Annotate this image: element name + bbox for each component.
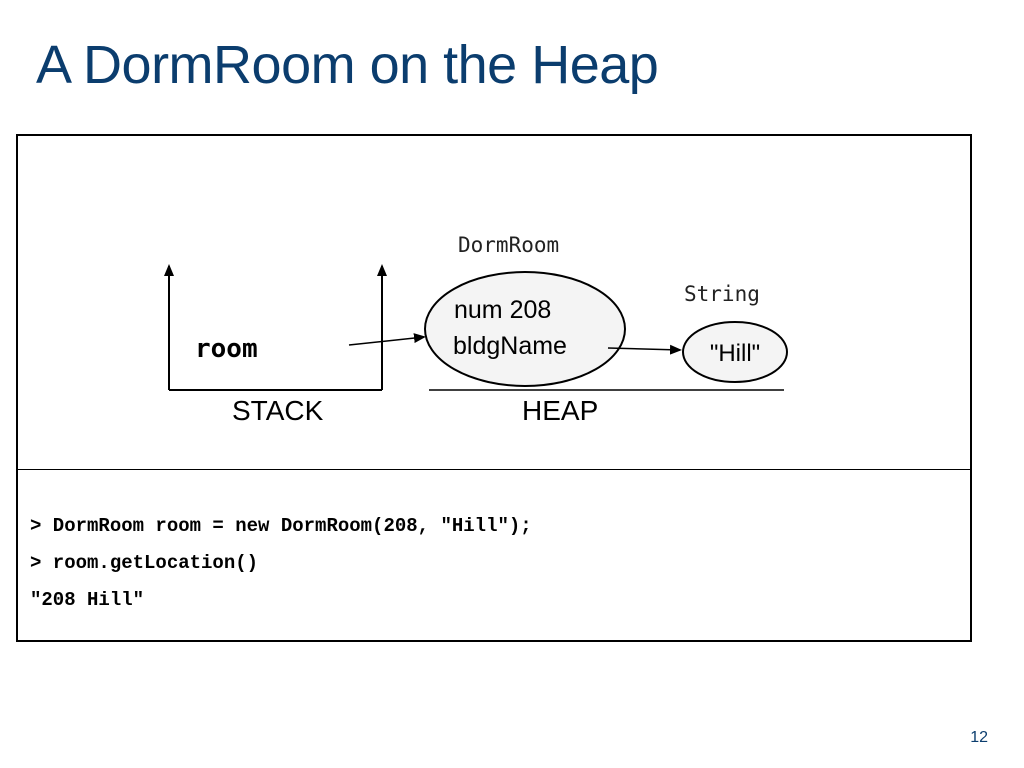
dormroom-type-label: DormRoom	[458, 233, 559, 257]
heap-label: HEAP	[522, 395, 598, 426]
console-line: > DormRoom room = new DormRoom(208, "Hil…	[30, 515, 532, 537]
slide-title: A DormRoom on the Heap	[36, 35, 659, 95]
string-type-label: String	[684, 282, 760, 306]
dormroom-field-num: num 208	[454, 296, 551, 324]
memory-diagram: room STACK HEAP DormRoom num 208 bldgNam…	[18, 136, 970, 470]
bldgname-reference-arrow	[607, 344, 682, 355]
console-line: "208 Hill"	[30, 589, 145, 611]
page-number: 12	[970, 729, 988, 746]
dormroom-field-bldgname: bldgName	[453, 332, 567, 360]
interactions-console: > DormRoom room = new DormRoom(208, "Hil…	[18, 470, 970, 640]
string-value: "Hill"	[710, 340, 760, 367]
example-frame: room STACK HEAP DormRoom num 208 bldgNam…	[16, 134, 972, 642]
stack-label: STACK	[232, 395, 324, 426]
string-object	[682, 321, 788, 383]
variable-room-label: room	[195, 334, 258, 364]
dormroom-object	[424, 271, 626, 387]
room-reference-arrow	[348, 333, 426, 346]
stack-frame	[164, 264, 387, 391]
console-line: > room.getLocation()	[30, 552, 259, 574]
memory-diagram-svg: room STACK HEAP DormRoom num 208 bldgNam…	[164, 233, 788, 426]
